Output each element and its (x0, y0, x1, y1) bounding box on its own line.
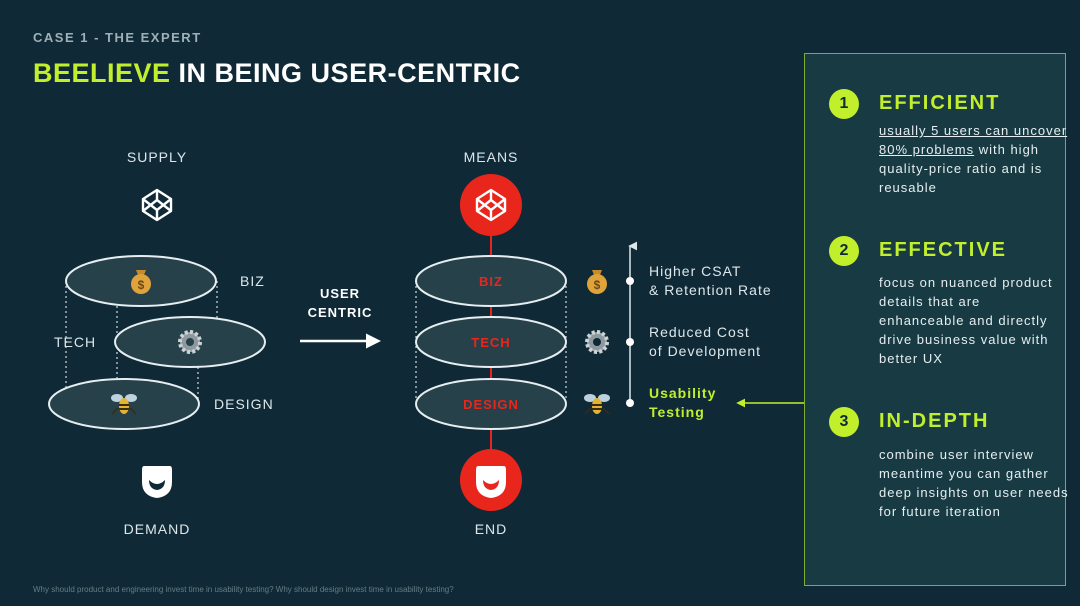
outcome-cost: Reduced Cost of Development (649, 323, 761, 361)
demand-label: DEMAND (123, 521, 191, 537)
benefit-body-underlined: usually 5 users can uncover 80% problems (879, 123, 1068, 157)
benefit-heading: EFFICIENT (879, 92, 1001, 114)
codepen-icon (141, 188, 173, 222)
means-label: MEANS (463, 149, 519, 165)
page-title: BEELIEVE IN BEING USER-CENTRIC (33, 58, 521, 89)
outcome-usability: Usability Testing (649, 384, 716, 422)
benefit-body: focus on nuanced product details that ar… (879, 275, 1053, 366)
benefit-body: combine user interview meantime you can … (879, 447, 1069, 519)
bee-icon (111, 394, 137, 415)
benefit-body-rest: with high quality-price ratio and is reu… (879, 142, 1043, 195)
timeline-dot-2 (626, 338, 634, 346)
timeline-dot-3 (626, 399, 634, 407)
number-badge: 2 (829, 236, 859, 266)
left-biz-label: BIZ (240, 273, 265, 289)
right-disc-design (415, 378, 567, 430)
svg-text:$: $ (594, 278, 601, 292)
right-disc-biz (415, 255, 567, 307)
footer-note: Why should product and engineering inves… (33, 585, 454, 594)
number-badge: 1 (829, 89, 859, 119)
title-rest: IN BEING USER-CENTRIC (170, 58, 521, 88)
user-face-icon (476, 466, 506, 498)
gear-icon (178, 330, 202, 354)
right-disc-tech (415, 316, 567, 368)
supply-label: SUPPLY (126, 149, 188, 165)
outcome-csat: Higher CSAT & Retention Rate (649, 262, 772, 300)
right-biz-label: BIZ (479, 274, 503, 289)
money-bag-icon: $ (131, 270, 151, 294)
means-circle (460, 174, 522, 236)
outcome-line2: & Retention Rate (649, 282, 772, 298)
benefit-heading: EFFECTIVE (879, 239, 1008, 261)
user-centric-line1: USER (319, 286, 361, 301)
timeline-dot-1 (626, 277, 634, 285)
benefit-heading: IN-DEPTH (879, 410, 990, 432)
left-tech-label: TECH (54, 334, 97, 350)
codepen-icon (475, 188, 507, 222)
svg-text:$: $ (138, 278, 145, 292)
user-face-icon (142, 466, 172, 498)
benefit-body: usually 5 users can uncover 80% problems… (879, 121, 1069, 197)
user-centric-label: USER CENTRIC (308, 284, 373, 322)
outcome-line1: Reduced Cost (649, 324, 750, 340)
outcome-line2: Testing (649, 404, 705, 420)
left-design-label: DESIGN (214, 396, 274, 412)
right-tech-label: TECH (471, 335, 511, 350)
outcome-line2: of Development (649, 343, 762, 359)
user-centric-line2: CENTRIC (307, 305, 373, 320)
money-bag-icon: $ (587, 270, 607, 294)
benefits-panel (804, 53, 1066, 586)
end-label: END (474, 521, 508, 537)
right-design-label: DESIGN (463, 397, 519, 412)
case-label: CASE 1 - THE EXPERT (33, 30, 202, 45)
number-badge: 3 (829, 407, 859, 437)
title-highlight: BEELIEVE (33, 58, 171, 88)
outcome-line1: Usability (649, 385, 717, 401)
bee-icon (584, 394, 610, 415)
outcome-line1: Higher CSAT (649, 263, 742, 279)
gear-icon (585, 330, 609, 354)
